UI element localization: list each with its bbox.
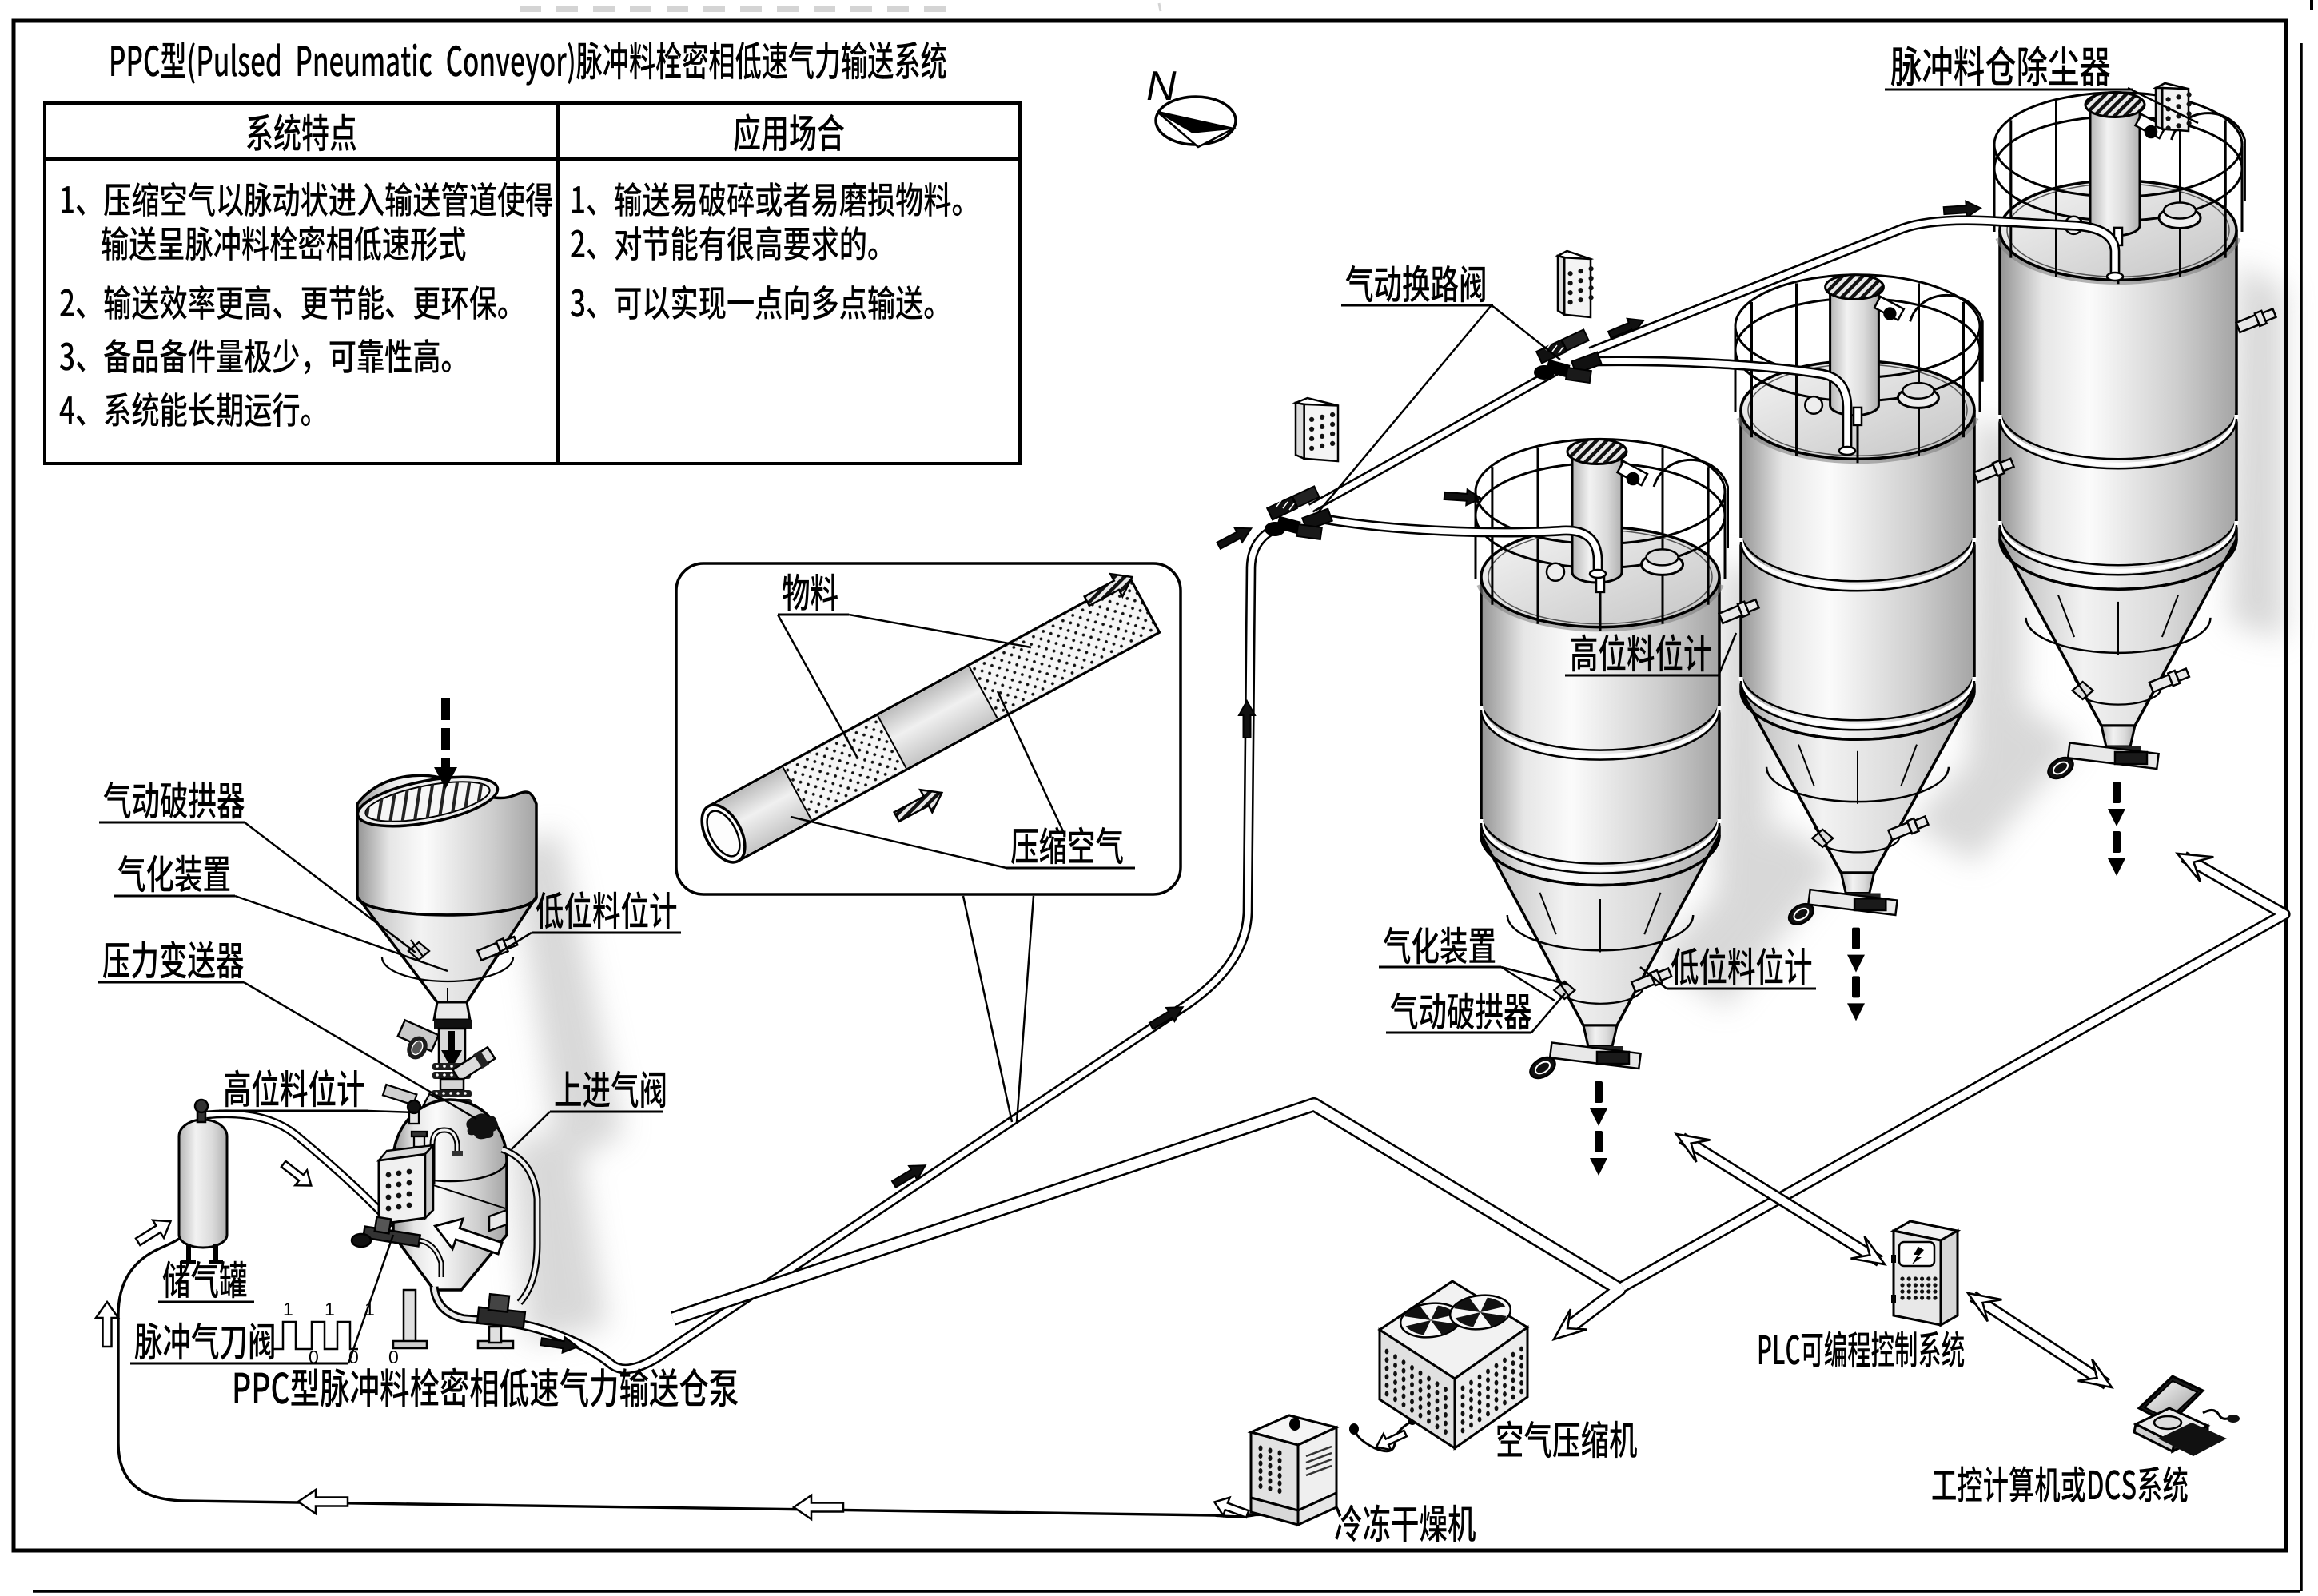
svg-text:0: 0 xyxy=(388,1347,399,1367)
svg-text:1: 1 xyxy=(325,1299,335,1319)
svg-text:N: N xyxy=(1146,63,1177,109)
svg-text:0: 0 xyxy=(309,1347,319,1367)
svg-text:0: 0 xyxy=(348,1347,359,1367)
svg-text:1: 1 xyxy=(364,1299,375,1319)
svg-text:1: 1 xyxy=(283,1299,293,1319)
